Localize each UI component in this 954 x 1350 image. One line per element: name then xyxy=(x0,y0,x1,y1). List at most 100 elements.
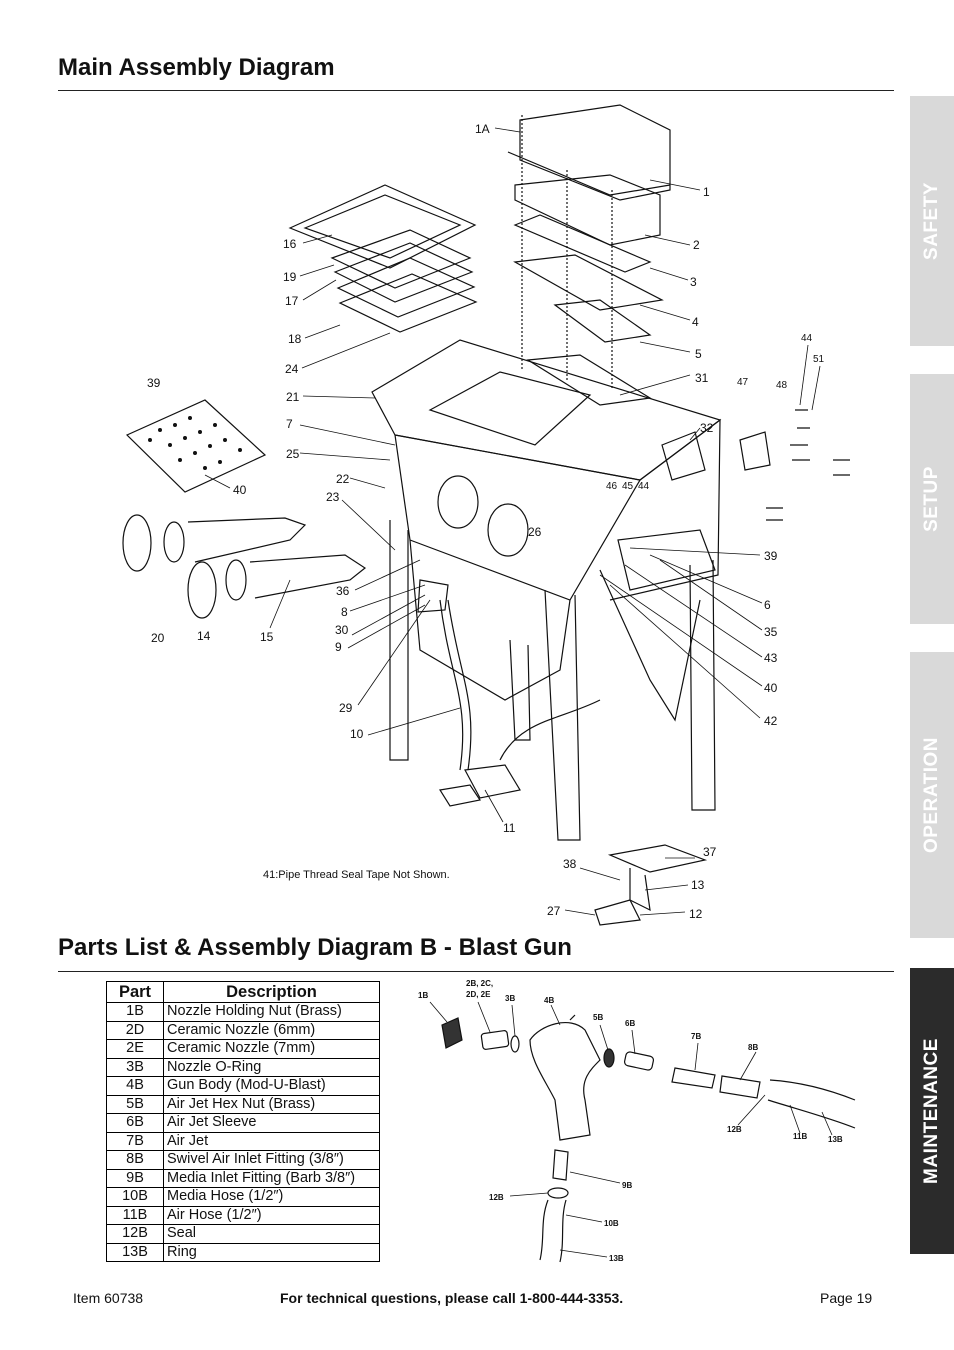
callout: 40 xyxy=(764,681,778,695)
nozzle-nut-part xyxy=(441,1017,463,1049)
mesh-grate-part xyxy=(125,399,267,493)
callout: 22 xyxy=(336,472,350,486)
media-fitting-part xyxy=(552,1149,569,1181)
callout: 1A xyxy=(475,122,490,136)
window-protector-part xyxy=(336,257,476,318)
callout: 42 xyxy=(764,714,778,728)
callout: 2 xyxy=(693,238,700,252)
media-hose-part xyxy=(539,1199,567,1263)
callout: 8 xyxy=(341,605,348,619)
glove-port-left xyxy=(437,475,479,529)
leg-front-right xyxy=(544,589,581,841)
leg-front-left xyxy=(389,520,409,761)
window-gasket-part xyxy=(330,229,472,289)
callout: 8B xyxy=(748,1043,758,1052)
main-assembly-diagram: 1A 1 2 3 4 5 31 32 16 19 17 18 24 21 7 2… xyxy=(122,104,850,926)
callout: 13B xyxy=(609,1254,624,1263)
footer-contact: For technical questions, please call 1-8… xyxy=(280,1290,624,1306)
callout: 4B xyxy=(544,996,554,1005)
leader-lines xyxy=(204,127,821,916)
pedal-base xyxy=(439,784,481,807)
foot-pedal xyxy=(464,764,521,799)
callout: 2D, 2E xyxy=(466,990,491,999)
bottom-plate xyxy=(607,844,708,873)
drain-valve xyxy=(629,868,651,912)
hex-nut-part xyxy=(603,1048,615,1068)
light-opening xyxy=(526,354,652,406)
callout: 15 xyxy=(260,630,274,644)
callout: 39 xyxy=(764,549,778,563)
callout: 36 xyxy=(336,584,350,598)
glove-upper xyxy=(187,517,307,563)
light-gasket-part xyxy=(553,299,652,343)
title-rule xyxy=(58,971,894,972)
table-header-row: Part Description xyxy=(106,981,380,1003)
callout: 9B xyxy=(622,1181,632,1190)
blast-gun-title: Parts List & Assembly Diagram B - Blast … xyxy=(58,934,572,961)
callout: 25 xyxy=(286,447,300,461)
glove-ring-upper xyxy=(122,514,152,572)
callout: 9 xyxy=(335,640,342,654)
callout: 5B xyxy=(593,1013,603,1022)
window-seal-part xyxy=(338,273,478,333)
callout: 19 xyxy=(283,270,297,284)
callout: 1B xyxy=(418,991,428,1000)
seal-part xyxy=(547,1187,569,1199)
leg-rear-right xyxy=(689,559,716,811)
callout: 13 xyxy=(691,878,705,892)
light-housing-part xyxy=(514,174,661,246)
tab-operation[interactable]: OPERATION xyxy=(910,652,954,938)
cabinet-side-hopper xyxy=(599,569,701,722)
callout: 43 xyxy=(764,651,778,665)
callout: 40 xyxy=(233,483,247,497)
window-glass-part xyxy=(333,242,474,303)
callout: 46 xyxy=(606,481,618,492)
cabinet-front-panel xyxy=(394,434,641,601)
callout: 13B xyxy=(828,1135,843,1144)
callout: 6 xyxy=(764,598,771,612)
leg-rear-left xyxy=(509,639,531,741)
callout: 10B xyxy=(604,1219,619,1228)
callout: 32 xyxy=(700,421,714,435)
footer-page-number: Page 19 xyxy=(820,1290,873,1306)
callout: 17 xyxy=(285,294,299,308)
tab-setup[interactable]: SETUP xyxy=(910,374,954,624)
light-cover-flange xyxy=(507,151,671,196)
glove-lower xyxy=(249,554,367,599)
window-frame-inner xyxy=(303,194,462,259)
glove-clamp-upper xyxy=(163,521,185,563)
callout: 11B xyxy=(793,1132,807,1141)
light-guide-lines xyxy=(521,115,613,390)
callout: 7 xyxy=(286,417,293,431)
callout: 3 xyxy=(690,275,697,289)
callout: 10 xyxy=(350,727,364,741)
callout: 21 xyxy=(286,390,300,404)
gun-callout-labels: 1B 2B, 2C, 2D, 2E 3B 4B 5B 6B 7B 8B 12B … xyxy=(418,979,843,1263)
air-jet-sleeve-part xyxy=(623,1051,655,1071)
tab-safety[interactable]: SAFETY xyxy=(910,96,954,346)
main-assembly-title: Main Assembly Diagram xyxy=(58,54,335,81)
tab-maintenance[interactable]: MAINTENANCE xyxy=(910,968,954,1254)
column-header-description: Description xyxy=(163,981,380,1003)
mesh-grate-holes xyxy=(148,416,242,470)
callout: 26 xyxy=(528,525,542,539)
footer-item-number: Item 60738 xyxy=(73,1290,144,1306)
fluorescent-tube-part xyxy=(513,214,652,273)
callout: 44 xyxy=(638,481,650,492)
glove-port-right xyxy=(487,503,529,557)
ceramic-nozzle-part xyxy=(480,1030,510,1050)
window-frame-part xyxy=(288,184,477,269)
callout: 44 xyxy=(801,333,813,344)
callout: 5 xyxy=(695,347,702,361)
callout: 11 xyxy=(503,821,516,835)
callout: 37 xyxy=(703,845,717,859)
regulator-part xyxy=(417,579,449,613)
callout: 47 xyxy=(737,377,749,388)
